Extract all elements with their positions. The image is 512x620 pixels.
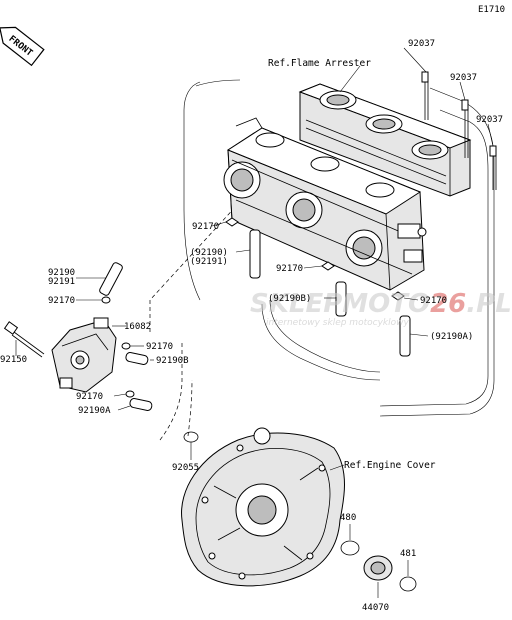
diagram-code: E1710 xyxy=(478,5,505,15)
left-clip-low xyxy=(125,390,135,398)
label-left-92190: 92190 xyxy=(48,268,75,278)
engine-cover xyxy=(181,427,345,587)
oring-92055 xyxy=(183,431,199,443)
front-arrow-icon: FRONT xyxy=(0,26,45,67)
fuel-valve-16082 xyxy=(51,317,117,393)
label-clip-92170-b: 92170 xyxy=(276,264,303,274)
left-hose-92190a xyxy=(129,398,153,411)
ring-481 xyxy=(399,576,417,592)
seal-44070 xyxy=(363,555,393,581)
label-seal-44070: 44070 xyxy=(362,603,389,613)
bolt-92037-3 xyxy=(489,145,497,190)
clip-92170-b xyxy=(321,261,335,271)
leader-lines xyxy=(15,47,494,598)
label-left-16082: 16082 xyxy=(124,322,151,332)
label-bolt-92037-3: 92037 xyxy=(476,115,503,125)
label-clip-92170-c: 92170 xyxy=(420,296,447,306)
watermark: SKLEPMOTO26.PL internetowy sklep motocyk… xyxy=(250,289,512,328)
clip-92170-c xyxy=(391,291,405,301)
watermark-tagline: internetowy sklep motocyklowy xyxy=(266,318,409,328)
label-hose-92190a-paren: (92190A) xyxy=(430,332,473,342)
label-left-92170-low: 92170 xyxy=(76,392,103,402)
engine-outline xyxy=(149,79,495,441)
watermark-brand: SKLEPMOTO26.PL xyxy=(250,289,512,319)
label-left-92150: 92150 xyxy=(0,355,27,365)
ref-engine-cover: Ref.Engine Cover xyxy=(344,460,436,471)
left-clip-mid xyxy=(121,342,131,350)
label-left-92191: 92191 xyxy=(48,277,75,287)
label-hose-92190b-paren: (92190B) xyxy=(268,294,311,304)
label-ring-481: 481 xyxy=(400,549,416,559)
hose-92190-92191 xyxy=(249,229,261,279)
hose-92190b xyxy=(335,281,347,317)
label-hose-paren-2: (92191) xyxy=(190,257,228,267)
bolt-92037-1 xyxy=(421,71,429,120)
ring-480 xyxy=(340,540,360,556)
label-ring-480: 480 xyxy=(340,513,356,523)
label-bolt-92037-1: 92037 xyxy=(408,39,435,49)
label-hose-paren-1: (92190) xyxy=(190,248,228,258)
label-left-92170-top: 92170 xyxy=(48,296,75,306)
label-oring-92055: 92055 xyxy=(172,463,199,473)
hose-92190a xyxy=(399,315,411,357)
left-hose-92190b xyxy=(125,352,149,365)
clip-92170-a xyxy=(225,217,239,227)
ref-flame-arrester: Ref.Flame Arrester xyxy=(268,58,371,69)
bolt-92150 xyxy=(3,321,45,358)
label-left-92190b: 92190B xyxy=(156,356,189,366)
label-left-92170-mid: 92170 xyxy=(146,342,173,352)
left-clip-top xyxy=(101,296,111,304)
flame-arrester-manifold xyxy=(298,83,472,197)
left-hose-92190 xyxy=(99,262,123,296)
label-bolt-92037-2: 92037 xyxy=(450,73,477,83)
bolt-92037-2 xyxy=(461,99,469,158)
label-clip-92170-a: 92170 xyxy=(192,222,219,232)
label-left-92190a: 92190A xyxy=(78,406,111,416)
